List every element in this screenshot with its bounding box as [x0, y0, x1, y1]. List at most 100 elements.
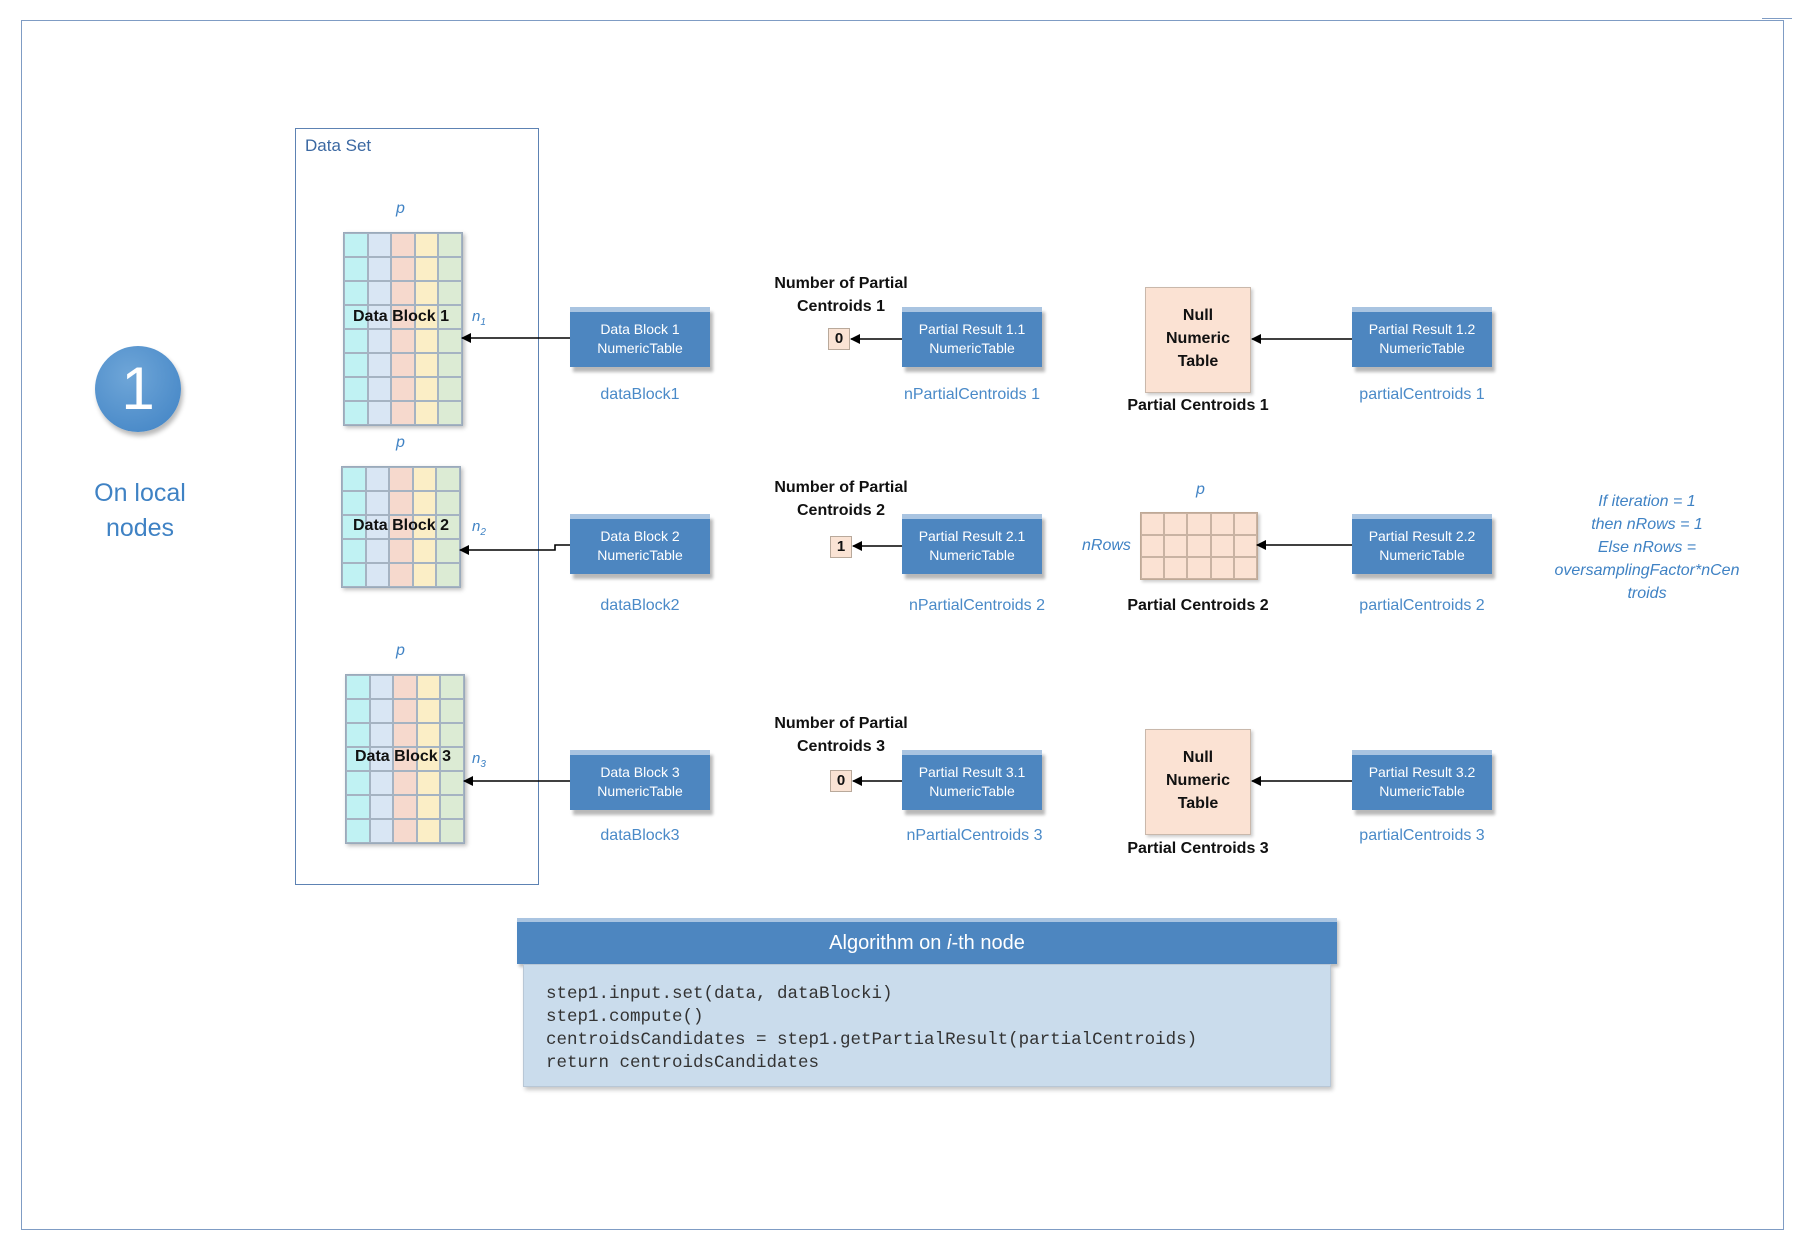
- partial-result-3-2-caption: partialCentroids 3: [1359, 827, 1485, 844]
- data-block-3-label: Data Block 3: [355, 748, 452, 765]
- grid-cell: [414, 281, 439, 305]
- grid-cell: [1233, 513, 1257, 535]
- input-caption-2: dataBlock2: [600, 597, 680, 614]
- grid-cell: [365, 515, 390, 539]
- grid-cell: [393, 723, 417, 747]
- block3-p-label: p: [396, 642, 405, 659]
- code-line: step1.compute(): [546, 1007, 704, 1027]
- grid-cell: [440, 699, 464, 723]
- grid-cell: [416, 723, 441, 747]
- step-caption-line1: On local: [94, 479, 186, 507]
- grid-cell: [438, 305, 462, 329]
- grid-cell: [342, 491, 366, 515]
- grid-cell: [440, 771, 464, 795]
- count-value-2: 1: [830, 536, 852, 558]
- data-block-2-grid: [341, 466, 461, 588]
- partial-result-1-2-caption: partialCentroids 1: [1359, 386, 1485, 403]
- partial-centroids-2-grid: [1140, 512, 1258, 580]
- grid-cell: [412, 563, 437, 587]
- grid-cell: [367, 377, 392, 401]
- grid-cell: [344, 353, 368, 377]
- grid-cell: [389, 539, 413, 563]
- step-caption: On local nodes: [70, 476, 210, 546]
- data-block-1-label: Data Block 1: [353, 308, 450, 325]
- grid-cell: [416, 699, 441, 723]
- grid-cell: [438, 401, 462, 425]
- grid-cell: [436, 467, 460, 491]
- grid-cell: [438, 281, 462, 305]
- grid-cell: [346, 723, 370, 747]
- grid-cell: [391, 233, 415, 257]
- grid-cell: [1164, 513, 1188, 535]
- grid-cell: [1233, 557, 1257, 579]
- grid-cell: [1164, 557, 1188, 579]
- grid-cell: [367, 353, 392, 377]
- partial-centroids-2-title: Partial Centroids 2: [1127, 597, 1269, 614]
- grid-cell: [436, 515, 460, 539]
- grid-cell: [1141, 535, 1165, 557]
- grid-cell: [389, 563, 413, 587]
- grid-cell: [414, 305, 439, 329]
- dataset-title: Data Set: [305, 136, 372, 155]
- grid-cell: [367, 257, 392, 281]
- grid-cell: [369, 747, 394, 771]
- grid-cell: [365, 539, 390, 563]
- partial-result-1-1-caption: nPartialCentroids 1: [903, 386, 1041, 403]
- block1-n-label: n1: [472, 308, 486, 328]
- step-caption-line2: nodes: [105, 514, 175, 542]
- centroids-2-nrows-label: nRows: [1082, 537, 1131, 554]
- iteration-note: If iteration = 1 then nRows = 1 Else nRo…: [1554, 493, 1740, 602]
- block2-p-label: p: [396, 434, 405, 451]
- grid-cell: [412, 539, 437, 563]
- grid-cell: [438, 257, 462, 281]
- grid-cell: [391, 353, 415, 377]
- grid-cell: [438, 233, 462, 257]
- grid-cell: [414, 401, 439, 425]
- grid-cell: [412, 467, 437, 491]
- partial-centroids-3-title: Partial Centroids 3: [1127, 840, 1269, 857]
- grid-cell: [365, 467, 390, 491]
- grid-cell: [393, 675, 417, 699]
- grid-cell: [414, 257, 439, 281]
- grid-cell: [369, 723, 394, 747]
- grid-cell: [393, 795, 417, 819]
- grid-cell: [346, 699, 370, 723]
- grid-cell: [438, 377, 462, 401]
- data-block-2-label: Data Block 2: [353, 517, 450, 534]
- grid-cell: [440, 675, 464, 699]
- grid-cell: [367, 281, 392, 305]
- grid-cell: [346, 747, 370, 771]
- input-caption-1: dataBlock1: [600, 386, 680, 403]
- grid-cell: [346, 795, 370, 819]
- algorithm-header: Algorithm on i-th node: [517, 918, 1337, 964]
- grid-cell: [393, 747, 417, 771]
- algorithm-code-panel: step1.input.set(data, dataBlocki) step1.…: [523, 964, 1331, 1087]
- input-caption-3: dataBlock3: [600, 827, 680, 844]
- grid-cell: [346, 819, 370, 843]
- slide-frame: [21, 20, 1784, 1230]
- block1-p-label: p: [396, 200, 405, 217]
- grid-cell: [393, 819, 417, 843]
- grid-cell: [369, 699, 394, 723]
- grid-cell: [346, 675, 370, 699]
- grid-cell: [1210, 535, 1234, 557]
- grid-cell: [344, 257, 368, 281]
- grid-cell: [369, 819, 394, 843]
- grid-cell: [391, 401, 415, 425]
- block3-n-label: n3: [472, 750, 486, 770]
- grid-cell: [438, 353, 462, 377]
- step-number-badge: 1: [95, 346, 181, 432]
- grid-cell: [440, 723, 464, 747]
- grid-cell: [440, 747, 464, 771]
- grid-cell: [389, 491, 413, 515]
- grid-cell: [365, 491, 390, 515]
